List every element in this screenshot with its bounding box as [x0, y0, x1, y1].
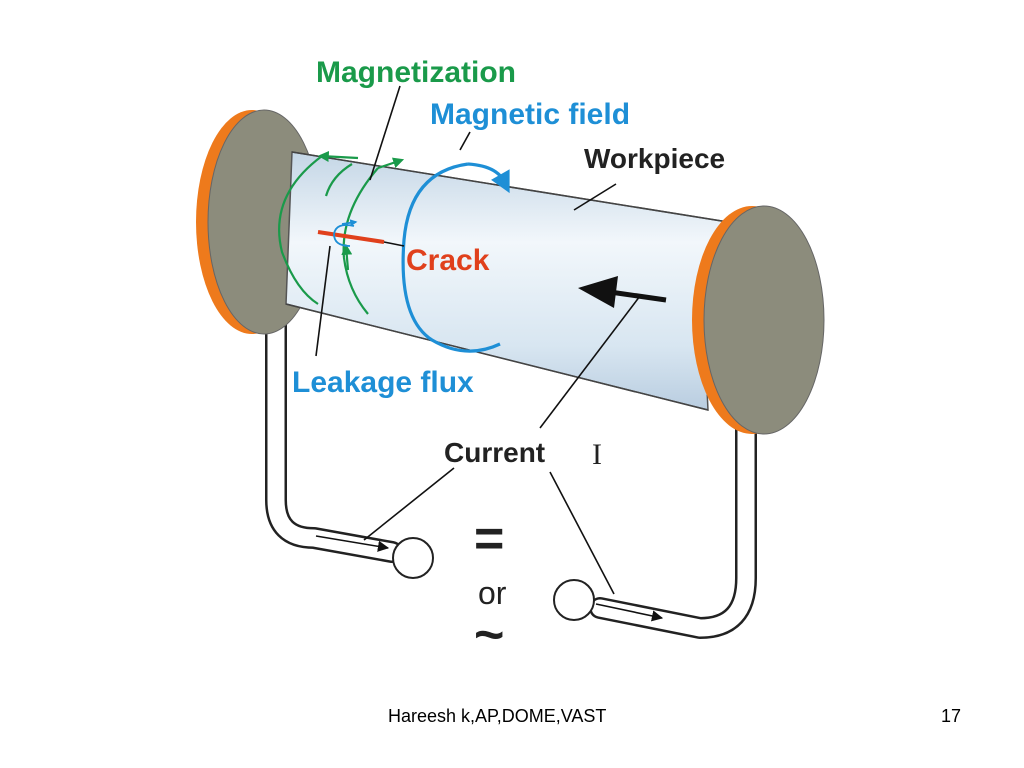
- label-crack: Crack: [406, 244, 490, 277]
- terminal-right: [553, 579, 595, 621]
- label-current: Current: [444, 437, 545, 468]
- footer-credit: Hareesh k,AP,DOME,VAST: [388, 706, 607, 726]
- terminal-left: [392, 537, 434, 579]
- slide-footer: Hareesh k,AP,DOME,VAST 17: [0, 706, 1024, 730]
- label-or: or: [478, 575, 507, 611]
- label-magnetization: Magnetization: [316, 56, 516, 89]
- crack-line: [317, 230, 385, 244]
- leakage-flux-loop: [333, 219, 358, 247]
- label-leakage-flux: Leakage flux: [292, 366, 474, 399]
- magnetic-field-loop: [401, 162, 510, 353]
- label-ac-symbol: ~: [474, 606, 504, 664]
- wire-left: [265, 311, 403, 563]
- wire-right: [589, 407, 757, 639]
- magnetization-lines: [278, 150, 405, 315]
- page-number: 17: [941, 706, 962, 726]
- label-magnetic-field: Magnetic field: [430, 98, 630, 131]
- label-dc-symbol: =: [474, 510, 504, 568]
- label-current-symbol: I: [592, 438, 602, 471]
- current-arrow: [578, 276, 667, 308]
- right-end-cap: [692, 205, 825, 435]
- label-workpiece: Workpiece: [584, 143, 725, 174]
- leader-lines: [315, 85, 641, 595]
